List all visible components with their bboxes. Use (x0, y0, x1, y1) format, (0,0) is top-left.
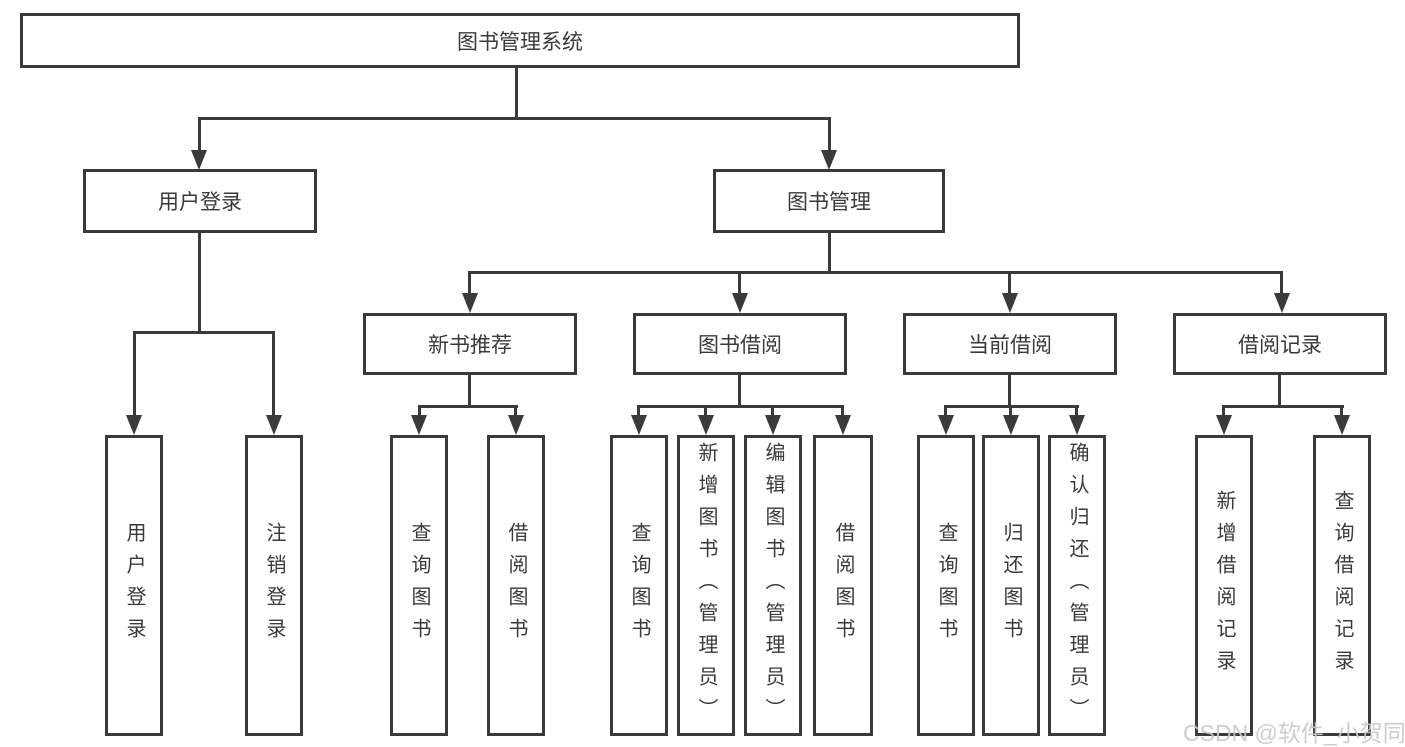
connector (514, 405, 517, 417)
arrowhead-icon (1216, 415, 1232, 435)
node-current-borrow: 当前借阅 (903, 313, 1117, 375)
connector (828, 117, 831, 152)
arrowhead-icon (698, 415, 714, 435)
arrowhead-icon (1003, 415, 1019, 435)
arrowhead-icon (411, 415, 427, 435)
connector (1009, 405, 1012, 417)
connector (841, 405, 844, 417)
connector (1223, 405, 1344, 408)
arrowhead-icon (821, 150, 837, 170)
leaf-label: 借阅图书 (832, 521, 854, 650)
connector (828, 233, 831, 274)
leaf-label: 查询借阅记录 (1331, 489, 1353, 682)
connector (515, 66, 518, 119)
connector (1075, 405, 1078, 417)
arrowhead-icon (1274, 293, 1290, 313)
connector (133, 331, 275, 334)
connector (198, 117, 831, 120)
connector (469, 271, 1283, 274)
connector (1222, 405, 1225, 417)
connector (637, 405, 640, 417)
arrowhead-icon (732, 293, 748, 313)
node-book-management: 图书管理 (713, 169, 945, 233)
leaf-edit-book-admin: 编辑图书（管理员） (744, 435, 802, 736)
arrowhead-icon (1002, 293, 1018, 313)
arrowhead-icon (1334, 415, 1350, 435)
arrowhead-icon (126, 415, 142, 435)
leaf-borrow-books: 借阅图书 (813, 435, 873, 736)
leaf-label: 查询图书 (628, 521, 650, 650)
leaf-query-books-current: 查询图书 (917, 435, 975, 736)
leaf-label: 归还图书 (1000, 521, 1022, 650)
leaf-add-book-admin: 新增图书（管理员） (677, 435, 735, 736)
arrowhead-icon (1069, 415, 1085, 435)
arrowhead-icon (266, 415, 282, 435)
leaf-borrow-books-recommend: 借阅图书 (487, 435, 545, 736)
leaf-confirm-return-admin: 确认归还（管理员） (1048, 435, 1106, 736)
leaf-label: 查询图书 (935, 521, 957, 650)
arrowhead-icon (508, 415, 524, 435)
connector (1278, 375, 1281, 408)
connector (133, 331, 136, 417)
leaf-label: 新增图书（管理员） (695, 441, 717, 730)
connector (1340, 405, 1343, 417)
leaf-label: 确认归还（管理员） (1066, 441, 1088, 730)
leaf-query-books-recommend: 查询图书 (390, 435, 448, 736)
leaf-query-books-borrow: 查询图书 (610, 435, 668, 736)
arrowhead-icon (938, 415, 954, 435)
connector (638, 405, 844, 408)
csdn-watermark: CSDN @软件_小贺同学 (1183, 720, 1405, 746)
connector (468, 271, 471, 295)
connector (198, 233, 201, 334)
leaf-return-book: 归还图书 (982, 435, 1040, 736)
leaf-label: 编辑图书（管理员） (762, 441, 784, 730)
connector (738, 271, 741, 295)
leaf-query-borrow-record: 查询借阅记录 (1313, 435, 1371, 736)
connector (945, 405, 1079, 408)
connector (1280, 271, 1283, 295)
leaf-label: 借阅图书 (505, 521, 527, 650)
arrowhead-icon (462, 293, 478, 313)
connector (944, 405, 947, 417)
node-root: 图书管理系统 (20, 13, 1020, 68)
leaf-user-login: 用户登录 (105, 435, 163, 736)
arrowhead-icon (835, 415, 851, 435)
leaf-label: 查询图书 (408, 521, 430, 650)
connector (418, 405, 518, 408)
arrowhead-icon (191, 150, 207, 170)
connector (771, 405, 774, 417)
node-borrow-records: 借阅记录 (1173, 313, 1387, 375)
leaf-label: 注销登录 (263, 521, 285, 650)
node-user-login: 用户登录 (83, 169, 317, 233)
connector (418, 405, 421, 417)
arrowhead-icon (765, 415, 781, 435)
connector (738, 375, 741, 408)
leaf-logout-login: 注销登录 (245, 435, 303, 736)
connector (704, 405, 707, 417)
leaf-add-borrow-record: 新增借阅记录 (1195, 435, 1253, 736)
connector (1008, 271, 1011, 295)
connector (198, 117, 201, 152)
leaf-label: 新增借阅记录 (1213, 489, 1235, 682)
connector (468, 375, 471, 408)
node-new-book-recommend: 新书推荐 (363, 313, 577, 375)
node-book-borrow: 图书借阅 (633, 313, 847, 375)
leaf-label: 用户登录 (123, 521, 145, 650)
arrowhead-icon (631, 415, 647, 435)
connector (1008, 375, 1011, 408)
connector (272, 331, 275, 417)
